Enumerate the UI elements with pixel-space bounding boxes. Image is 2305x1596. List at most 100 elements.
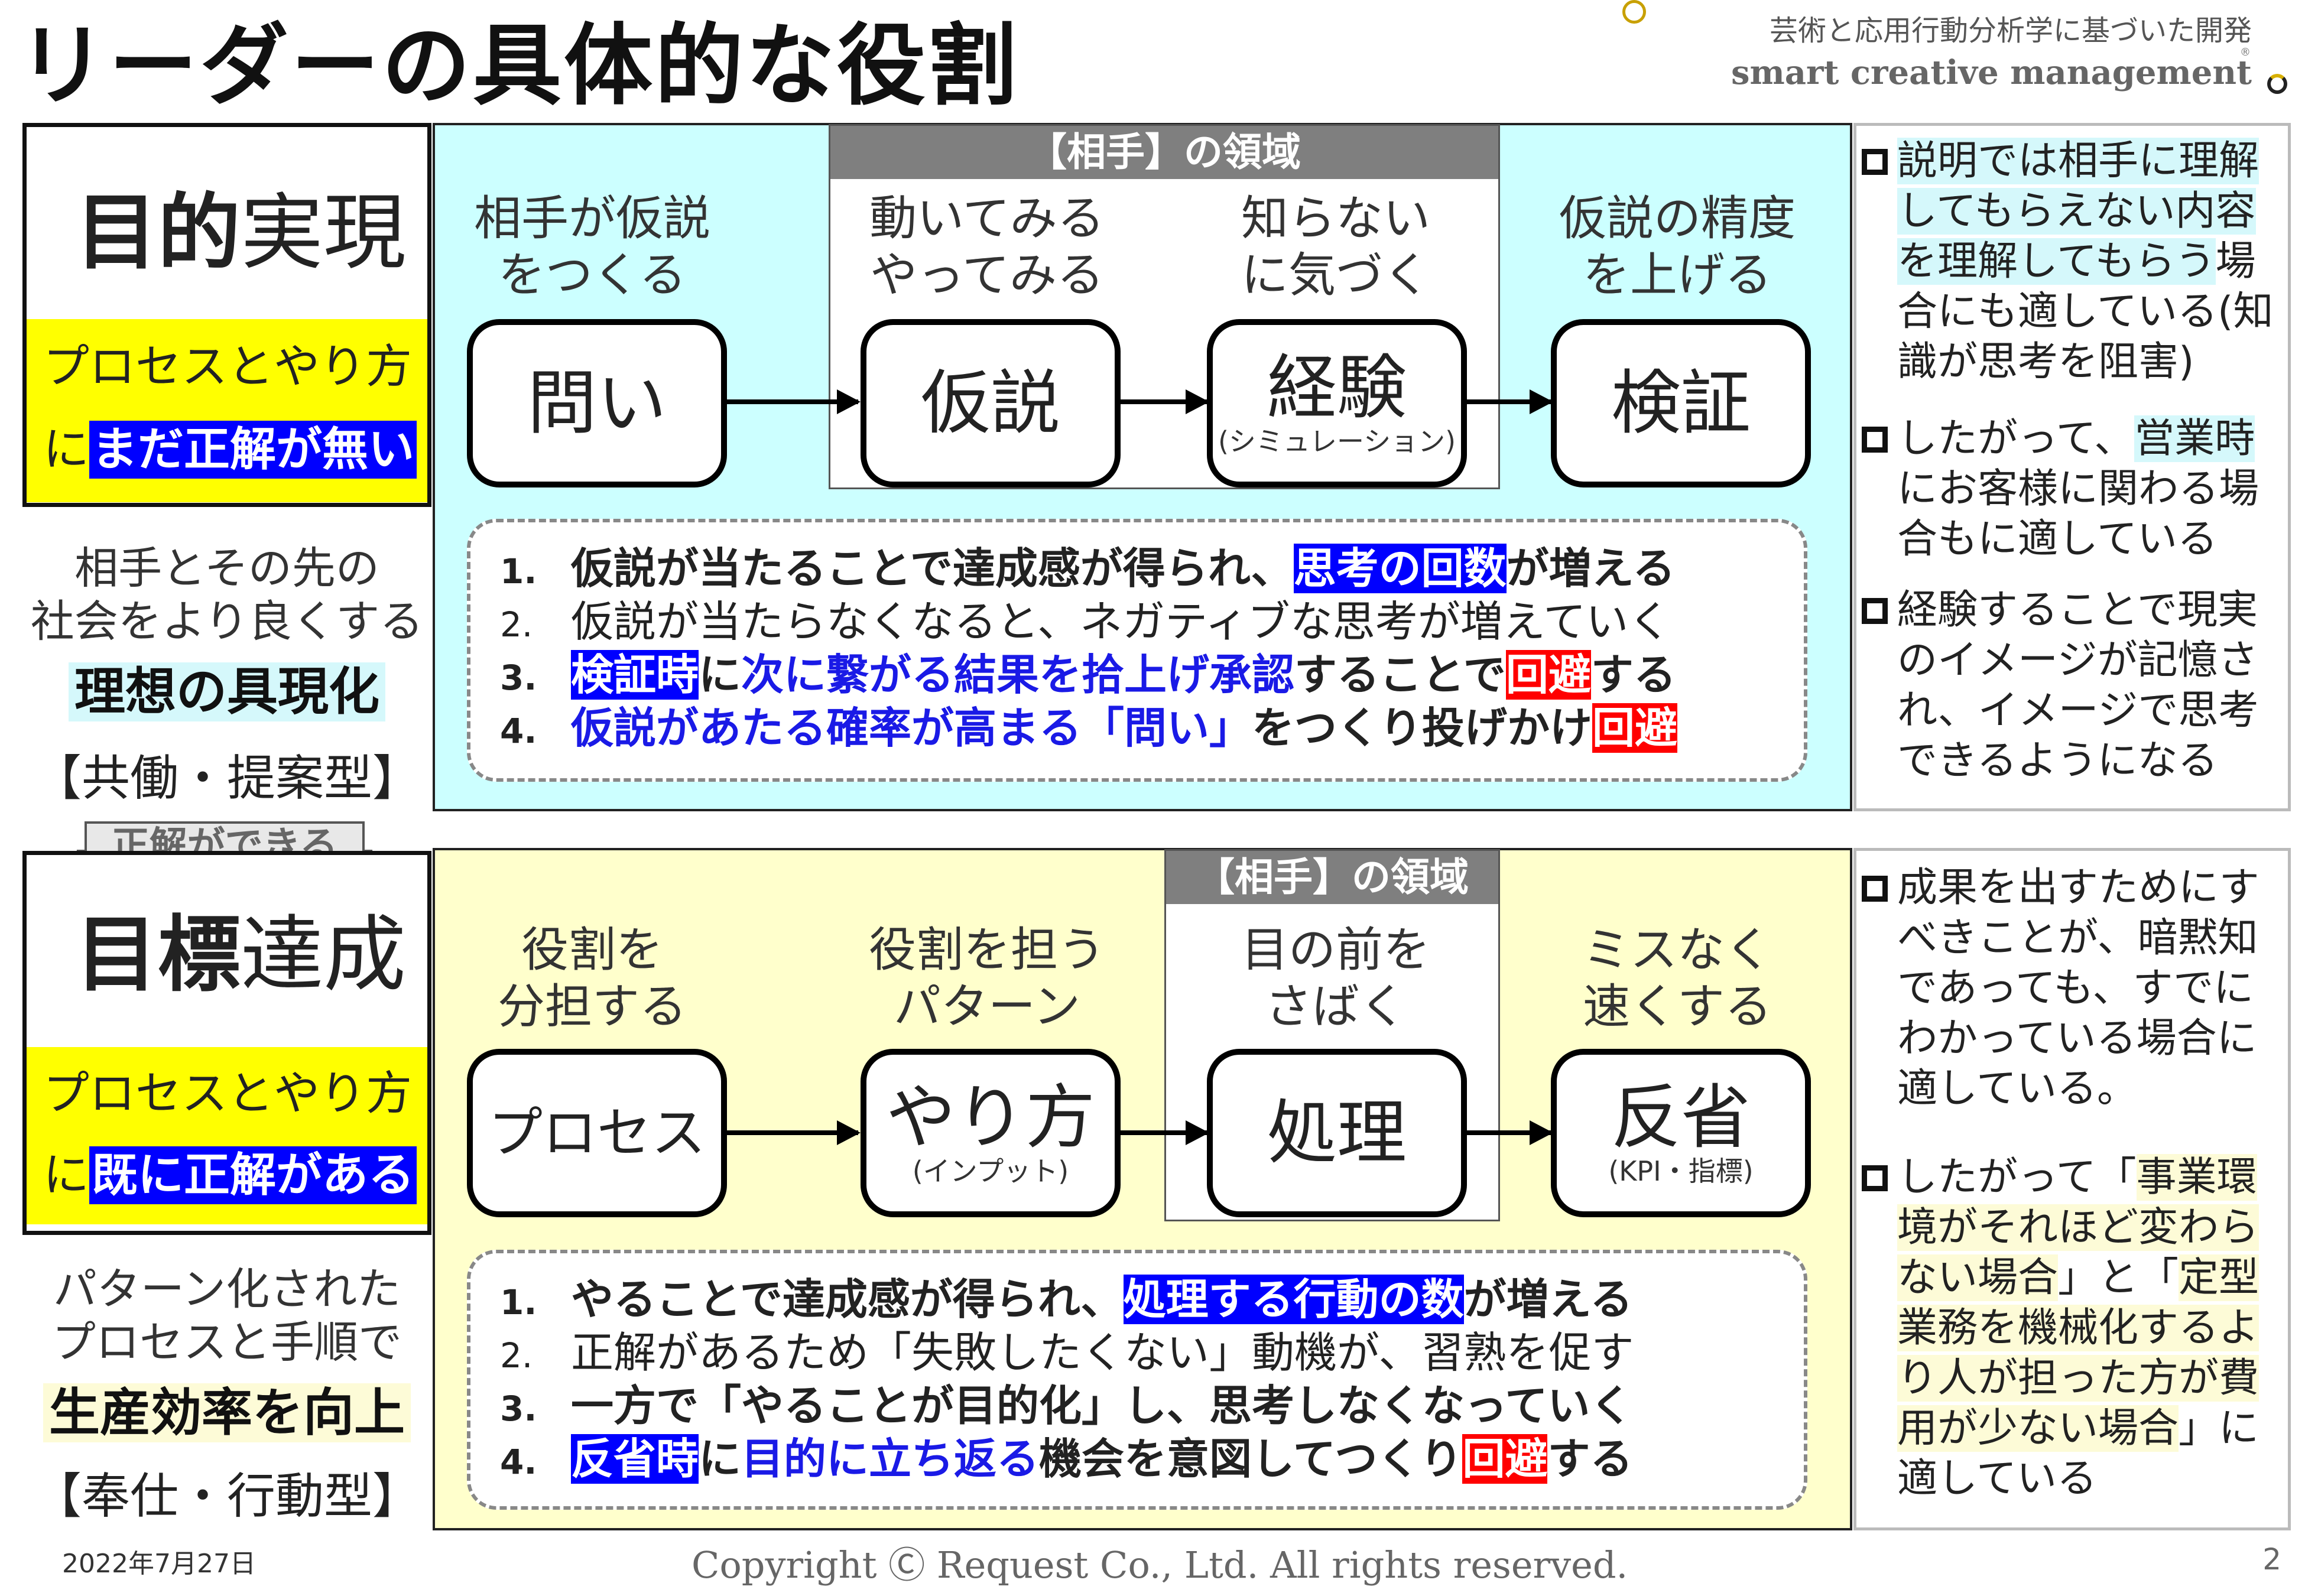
bottom-label-2a: 役割を担う [869, 922, 1105, 977]
top-note-2: したがって、営業時にお客様に関わる場合もに適している [1862, 414, 2287, 564]
bottom-domain-header: 【相手】の領域 [1166, 851, 1498, 904]
ideal-realization: 理想の具現化 [69, 662, 385, 721]
node-verification: 検証 [1551, 319, 1811, 487]
footer-copyright: Copyright Ⓒ Request Co., Ltd. All rights… [692, 1543, 1628, 1587]
purpose-heading-top: 目的実現 [75, 192, 406, 275]
top-list-box: 1.仮説が当たることで達成感が得られ、思考の回数が増える 2.仮説が当たらなくな… [467, 519, 1807, 782]
purpose-rest-top: 実現 [241, 185, 407, 281]
top-domain-header: 【相手】の領域 [830, 126, 1498, 179]
top-label-2b: やってみる [870, 248, 1104, 303]
registered-mark: ® [2240, 46, 2251, 58]
top-note-3-text: 経験することで現実のイメージが記憶され、イメージで思考できるようになる [1897, 587, 2259, 784]
top-list-num-1: 1. [500, 551, 537, 591]
top-note-1-highlight: 説明では相手に理解してもらえない内容を理解してもらう [1897, 138, 2259, 285]
bottom-list-item-2: 2. 正解があるため「失敗したくない」動機が、習熟を促す [470, 1331, 1634, 1374]
node-processing: 処理 [1207, 1049, 1467, 1217]
bottom-label-1a: 役割を [521, 922, 663, 977]
productivity-improvement: 生産効率を向上 [43, 1383, 411, 1442]
brand-tagline: 芸術と応用行動分析学に基づいた開発 [1769, 14, 2252, 47]
top-list-item-3: 3.検証時に次に繋がる結果を拾上げ承認することで回避する [470, 650, 1676, 700]
bottom-l2: 正解があるため「失敗したくない」動機が、習熟を促す [571, 1328, 1634, 1377]
top-arrow-1 [727, 389, 861, 414]
bottom-list-num-4: 4. [500, 1442, 537, 1482]
has-answer-highlight: 既に正解がある [89, 1146, 417, 1204]
node-question: 問い [467, 319, 727, 487]
top-note-1: 説明では相手に理解してもらえない内容を理解してもらう場合にも適している(知識が思… [1862, 136, 2287, 387]
page-title: リーダーの具体的な役割 [18, 15, 1020, 118]
bottom-arrow-1 [727, 1120, 861, 1145]
node-process: プロセス [467, 1049, 727, 1217]
top-label-1b: をつくる [498, 248, 687, 303]
top-arrow-3 [1467, 389, 1553, 414]
bottom-label-3b: さばく [1265, 979, 1407, 1034]
node-reflection-sub: (KPI・指標) [1608, 1155, 1754, 1188]
brand-logo-icon [1622, 0, 1646, 24]
bottom-note-1-text: 成果を出すためにすべきことが、暗黙知であっても、すでにわかっている場合に適してい… [1897, 864, 2259, 1112]
bottom-desc-1: パターン化された [53, 1264, 401, 1315]
checkbox-square-icon [1862, 1165, 1888, 1191]
top-desc-2: 社会をより良くする [30, 596, 424, 647]
purpose-bold-bottom: 目標 [75, 907, 241, 1003]
bottom-list-item-4: 4.反省時に目的に立ち返る機会を意図してつくり回避する [470, 1434, 1632, 1484]
bottom-l4-c: する [1547, 1434, 1633, 1484]
node-process-label: プロセス [488, 1101, 706, 1165]
brand-name: smart creative management [1731, 53, 2252, 92]
bottom-list-item-3: 3.一方で「やることが目的化」し、思考しなくなっていく [470, 1384, 1632, 1427]
top-note-2-highlight: 営業時 [2134, 415, 2255, 462]
top-list-num-3: 3. [500, 658, 537, 698]
purpose-heading-bottom: 目標達成 [75, 914, 406, 997]
bottom-l4-highlight: 反省時 [571, 1434, 699, 1484]
top-label-2: 動いてみるやってみる [857, 190, 1117, 304]
bottom-l1-a: やることで達成感が得られ、 [571, 1275, 1124, 1324]
checkbox-square-icon [1862, 598, 1888, 624]
top-desc-1: 相手とその先の [74, 543, 379, 594]
bottom-l4-blue: 目的に立ち返る [741, 1434, 1040, 1484]
bottom-label-4b: 速くする [1583, 979, 1772, 1034]
top-l3-red: 回避 [1505, 650, 1591, 700]
top-l3-c: する [1590, 650, 1676, 700]
top-l4-blue: 仮説があたる確率が高まる「問い」 [571, 703, 1252, 753]
has-answer-line: に既に正解がある [43, 1146, 417, 1204]
top-l2: 仮説が当たらなくなると、ネガティブな思考が増えていく [571, 597, 1671, 646]
top-l1-a: 仮説が当たることで達成感が得られ、 [571, 544, 1294, 593]
top-note-1-rest: 場合にも適している(知識が思考を阻害) [1897, 238, 2274, 385]
top-note-3: 経験することで現実のイメージが記憶され、イメージで思考できるようになる [1862, 585, 2287, 786]
top-label-4b: を上げる [1583, 248, 1772, 303]
top-label-4a: 仮説の精度 [1559, 191, 1796, 246]
bottom-desc-bold: 生産効率を向上 [22, 1371, 431, 1445]
bottom-note-2-pre: したがって「 [1897, 1154, 2137, 1201]
process-line-bottom: プロセスとやり方 [43, 1067, 413, 1120]
brand-symbol-icon [2267, 74, 2287, 94]
top-list-num-4: 4. [500, 711, 537, 751]
top-arrow-2 [1121, 389, 1209, 414]
bottom-list-num-2: 2. [500, 1335, 533, 1376]
top-label-2a: 動いてみる [869, 191, 1105, 246]
bottom-desc-2: プロセスと手順で [52, 1317, 402, 1368]
bottom-label-2b: パターン [894, 979, 1080, 1034]
top-l3-a: に [699, 650, 742, 700]
no-answer-line: にまだ正解が無い [43, 421, 417, 479]
top-label-3: 知らないに気づく [1206, 190, 1466, 304]
purpose-box-top: 目的実現 プロセスとやり方 にまだ正解が無い [22, 123, 431, 507]
purpose-box-bottom: 目標達成 プロセスとやり方 に既に正解がある [22, 851, 431, 1235]
bottom-label-3: 目の前をさばく [1206, 922, 1466, 1035]
node-experience-label: 経験 [1267, 347, 1407, 429]
node-hypothesis: 仮説 [861, 319, 1121, 487]
bottom-type: 【奉仕・行動型】 [33, 1468, 421, 1525]
checkbox-square-icon [1862, 149, 1888, 175]
top-l4-a: をつくり投げかけ [1252, 703, 1593, 753]
purpose-rest-bottom: 達成 [241, 907, 407, 1003]
bottom-note-1: 成果を出すためにすべきことが、暗黙知であっても、すでにわかっている場合に適してい… [1862, 863, 2287, 1114]
bottom-note-2-mid: 」と「 [2058, 1254, 2179, 1301]
purpose-bold-top: 目的 [75, 185, 241, 281]
bottom-label-3a: 目の前を [1241, 922, 1430, 977]
node-processing-label: 処理 [1267, 1091, 1407, 1174]
node-verification-label: 検証 [1611, 362, 1751, 444]
has-answer-prefix: に [43, 1149, 90, 1202]
top-type: 【共働・提案型】 [33, 750, 421, 807]
bottom-label-2: 役割を担うパターン [857, 922, 1117, 1035]
top-list-num-2: 2. [500, 604, 533, 645]
bottom-arrow-3 [1467, 1120, 1553, 1145]
top-list-item-2: 2. 仮説が当たらなくなると、ネガティブな思考が増えていく [470, 600, 1671, 643]
bottom-list-num-1: 1. [500, 1282, 537, 1322]
